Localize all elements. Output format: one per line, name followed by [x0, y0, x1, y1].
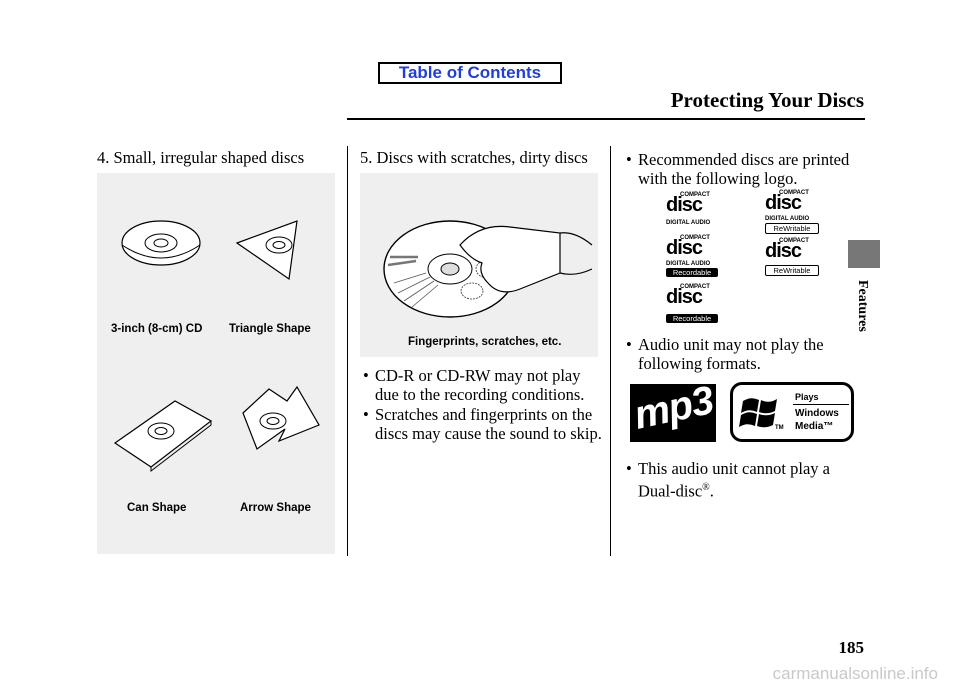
irregular-discs-figure [113, 220, 320, 473]
column-divider-2 [610, 146, 611, 556]
three-inch-cd-image [121, 220, 201, 266]
col1-heading: 4. Small, irregular shaped discs [97, 148, 305, 167]
cd-digital-audio-logo: COMPACT disc DIGITAL AUDIO [666, 192, 711, 226]
col3-bullet-2: Audio unit may not play the following fo… [626, 335, 868, 373]
arrow-disc-image [242, 385, 320, 450]
caption-arrow-shape: Arrow Shape [240, 502, 311, 514]
cd-r-logo: COMPACT disc Recordable [666, 284, 720, 326]
plays-windows-media-logo: Plays Windows Media™ TM [730, 382, 854, 442]
section-tab [848, 240, 880, 268]
col2-bullet-2: Scratches and fingerprints on the discs … [363, 405, 605, 443]
col3-bullet-3: This audio unit cannot play a Dual-disc®… [626, 459, 868, 501]
scratched-disc-figure [383, 220, 593, 318]
cd-r-digital-audio-logo: COMPACT disc DIGITAL AUDIO Recordable [666, 235, 720, 277]
hand-image [459, 225, 593, 293]
watermark: carmanualsonline.info [772, 664, 938, 683]
cd-rw-digital-audio-logo: COMPACT disc DIGITAL AUDIO ReWritable [765, 190, 821, 234]
table-of-contents-button[interactable]: Table of Contents [378, 62, 562, 84]
col2-bullet-1: CD-R or CD-RW may not play due to the re… [363, 366, 605, 404]
irregular-discs-illustration: 3-inch (8-cm) CD Triangle Shape Can Shap… [97, 173, 335, 554]
can-disc-image [113, 400, 213, 473]
caption-triangle-shape: Triangle Shape [229, 323, 311, 335]
caption-3-inch-cd: 3-inch (8-cm) CD [111, 323, 203, 335]
scratched-disc-illustration: Fingerprints, scratches, etc. [360, 173, 598, 357]
col2-heading: 5. Discs with scratches, dirty discs [360, 148, 588, 167]
col3-bullet-1: Recommended discs are printed with the f… [626, 150, 868, 188]
caption-fingerprints: Fingerprints, scratches, etc. [408, 336, 562, 348]
windows-flag-icon [739, 398, 777, 428]
mp3-logo: mp3 [630, 384, 716, 442]
triangle-disc-image [235, 220, 298, 281]
cd-rw-logo: COMPACT disc ReWritable [765, 238, 821, 278]
column-divider-1 [347, 146, 348, 556]
caption-can-shape: Can Shape [127, 502, 187, 514]
page-title: Protecting Your Discs [670, 88, 864, 112]
page-number: 185 [838, 638, 865, 657]
header-rule [347, 118, 865, 120]
section-label: Features [855, 280, 870, 332]
